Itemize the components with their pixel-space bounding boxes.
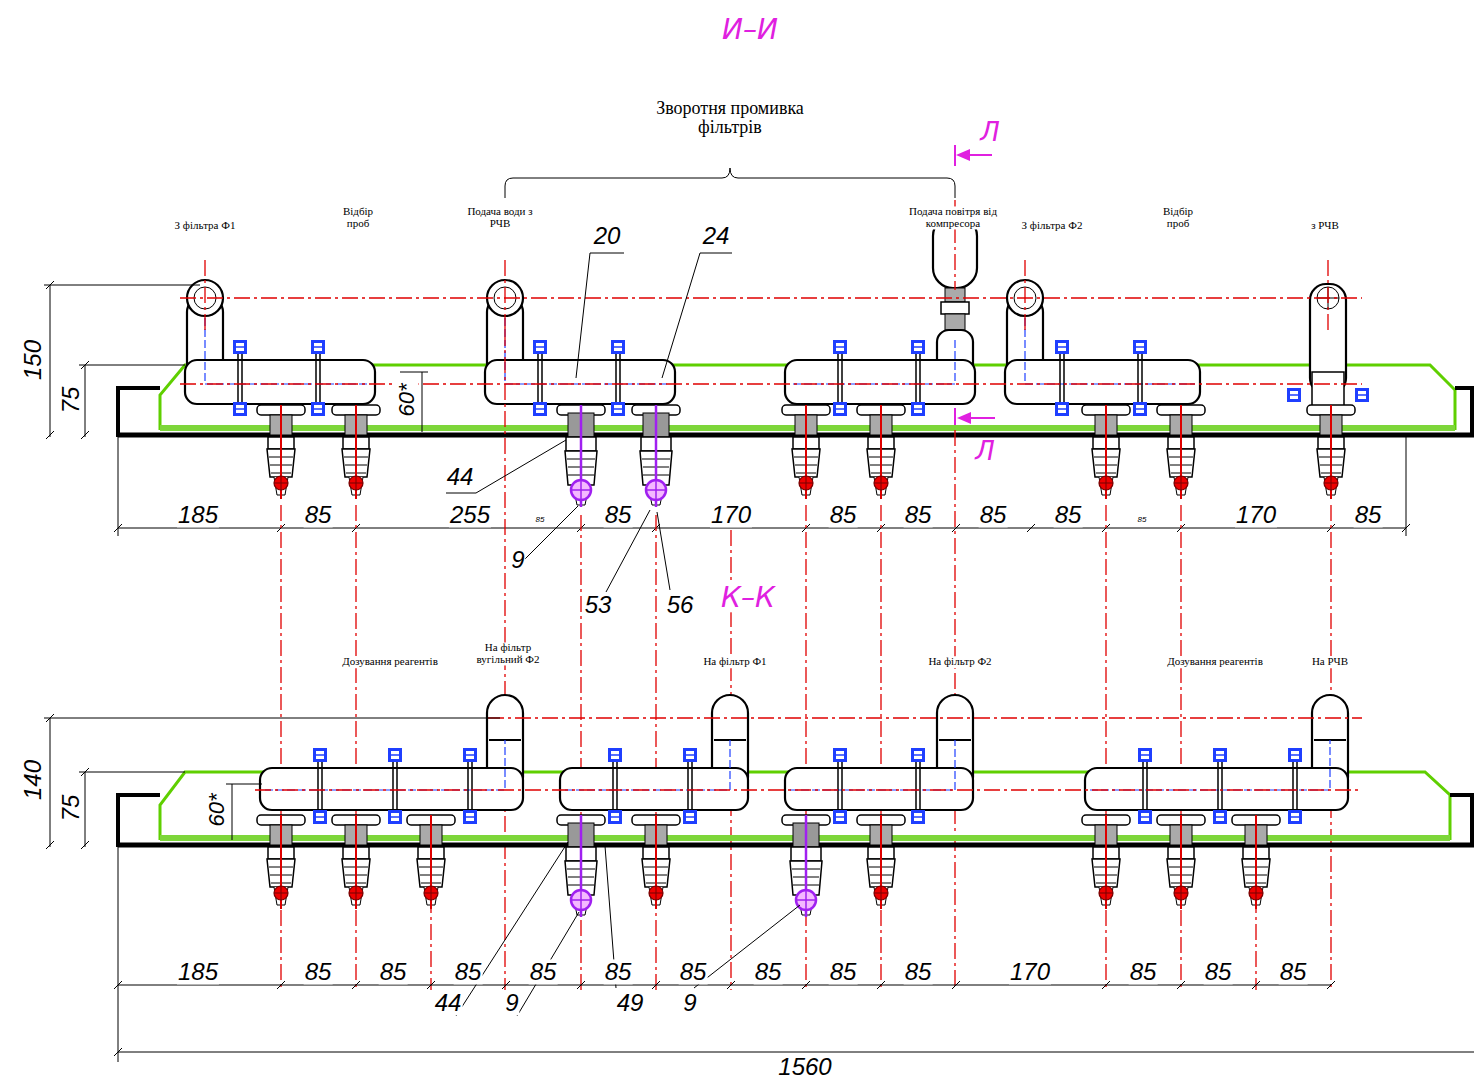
dimension: 85	[604, 502, 633, 527]
callout-number: 44	[446, 464, 475, 489]
dimension: 85	[829, 502, 858, 527]
dimension: 60*	[205, 792, 228, 827]
dimension: 185	[177, 959, 219, 984]
dimension: 85	[454, 959, 483, 984]
dimension: 85	[604, 959, 633, 984]
pipe-label: Дозування реагентів	[1166, 656, 1264, 668]
dimension: 1560	[777, 1054, 832, 1079]
dimension: 85	[904, 502, 933, 527]
dimension: 85	[535, 516, 546, 524]
callout-number: 53	[584, 592, 613, 617]
dimension: 85	[379, 959, 408, 984]
pipe-label: Відбір проб	[331, 206, 385, 229]
dimension: 85	[1204, 959, 1233, 984]
dimension: 85	[679, 959, 708, 984]
dimension: 255	[449, 502, 491, 527]
callout-number: 49	[616, 990, 645, 1015]
pipe-label: Подача повітря від компресора	[898, 206, 1008, 229]
callout-number: 9	[510, 547, 525, 572]
dimension: 185	[177, 502, 219, 527]
dimension: 85	[979, 502, 1008, 527]
dimension: 85	[829, 959, 858, 984]
section-label: И–И	[721, 15, 779, 44]
section-label: К–К	[720, 583, 776, 612]
pipe-label: З фільтра Ф1	[174, 220, 237, 232]
section-label: Л	[979, 119, 1001, 146]
dimension: 140	[20, 759, 45, 801]
pipe-label: На фільтр Ф2	[927, 656, 992, 668]
group-caption: Зворотня промивка фільтрів	[629, 99, 831, 137]
dimension: 75	[58, 794, 83, 823]
dimension: 85	[1279, 959, 1308, 984]
callout-number: 56	[666, 592, 695, 617]
dimension: 85	[529, 959, 558, 984]
pipe-label: На РЧВ	[1311, 656, 1349, 668]
callout-number: 44	[434, 990, 463, 1015]
pipe-label: На фільтр вугільний Ф2	[461, 642, 555, 665]
pipe-label: Дозування реагентів	[341, 656, 439, 668]
dimension: 85	[1137, 516, 1148, 524]
dimension: 85	[1054, 502, 1083, 527]
pipe-label: На фільтр Ф1	[702, 656, 767, 668]
dimension: 85	[1354, 502, 1383, 527]
dimension: 85	[754, 959, 783, 984]
dimension: 85	[304, 502, 333, 527]
callout-number: 9	[504, 990, 519, 1015]
dimension: 60*	[395, 382, 418, 417]
callout-number: 9	[682, 990, 697, 1015]
dimension: 85	[304, 959, 333, 984]
callout-number: 24	[702, 223, 731, 248]
dimension: 170	[710, 502, 752, 527]
pipe-label: З фільтра Ф2	[1021, 220, 1084, 232]
dimension: 170	[1009, 959, 1051, 984]
pipe-label: з РЧВ	[1310, 220, 1340, 232]
pipe-label: Відбір проб	[1151, 206, 1205, 229]
dimension: 75	[58, 386, 83, 415]
dimension: 85	[904, 959, 933, 984]
section-label: Л	[974, 438, 996, 465]
pipe-label: Подача води з РЧВ	[458, 206, 542, 229]
dimension: 170	[1235, 502, 1277, 527]
callout-number: 20	[593, 223, 622, 248]
dimension: 85	[1129, 959, 1158, 984]
dimension: 150	[20, 339, 45, 381]
